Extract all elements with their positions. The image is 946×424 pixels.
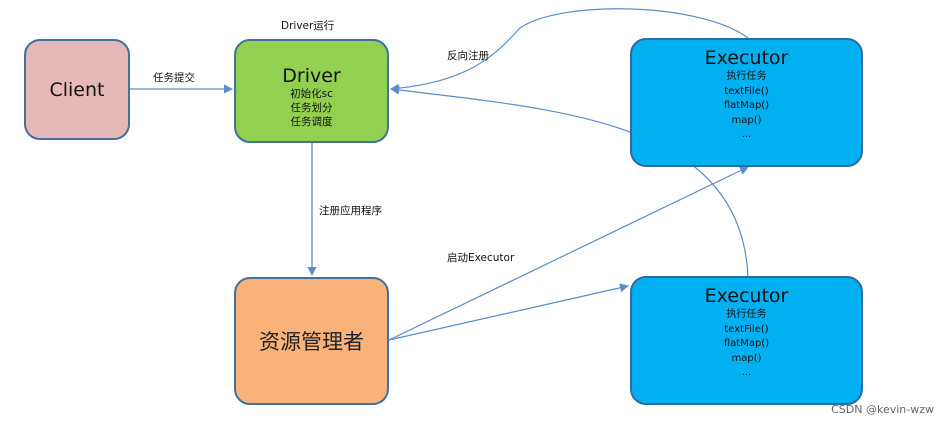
driver-label: Driver: [282, 65, 341, 87]
executor-line: map(): [731, 114, 762, 126]
resource-manager-node: 资源管理者: [234, 277, 389, 405]
executor-line: textFile(): [724, 85, 769, 97]
executor-line: map(): [731, 352, 762, 364]
curve-executor-top-reverse-register: [390, 8, 749, 93]
edge-label-start-executor: 启动Executor: [447, 252, 515, 264]
executor-label: Executor: [704, 47, 789, 69]
executor-line: ...: [741, 129, 752, 141]
executor-line: flatMap(): [723, 100, 770, 112]
edge-label-submit-task: 任务提交: [153, 72, 195, 84]
executor-bottom-node: Executor 执行任务 textFile() flatMap() map()…: [630, 276, 863, 405]
edge-label-reverse-register: 反向注册: [447, 50, 489, 62]
executor-line: ...: [741, 367, 752, 379]
executor-line: 执行任务: [726, 309, 767, 320]
executor-top-node: Executor 执行任务 textFile() flatMap() map()…: [630, 38, 863, 167]
driver-node: Driver 初始化sc 任务划分 任务调度: [234, 39, 389, 143]
driver-line: 初始化sc: [290, 88, 333, 100]
executor-line: textFile(): [724, 323, 769, 335]
executor-label: Executor: [704, 285, 789, 307]
driver-line: 任务划分: [290, 102, 333, 114]
executor-line: 执行任务: [726, 71, 767, 82]
arrow-rm-to-executor-bottom: [388, 283, 629, 341]
edge-label-driver-run: Driver运行: [281, 20, 335, 32]
resource-manager-label: 资源管理者: [259, 330, 364, 354]
executor-line: flatMap(): [723, 338, 770, 350]
client-label: Client: [49, 78, 105, 101]
watermark: CSDN @kevin-wzw: [831, 403, 934, 416]
client-node: Client: [24, 39, 130, 140]
curve-executor-bottom-reverse-register: [390, 85, 749, 277]
edge-label-register-app: 注册应用程序: [319, 205, 382, 217]
driver-line: 任务调度: [290, 116, 333, 128]
arrow-rm-to-executor-top: [388, 166, 749, 341]
